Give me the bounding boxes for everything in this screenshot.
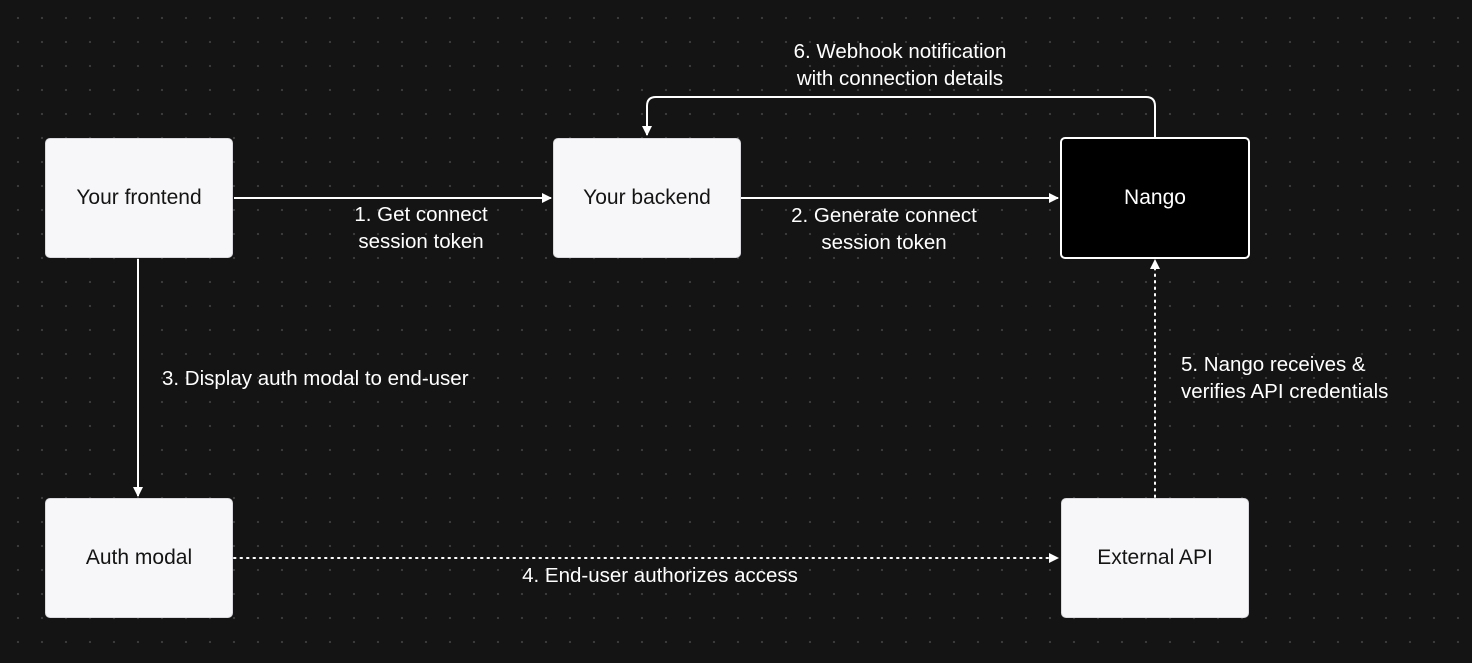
nango-node: Nango xyxy=(1060,137,1250,259)
step-3-label: 3. Display auth modal to end-user xyxy=(162,367,469,390)
auth-modal-node: Auth modal xyxy=(45,498,233,618)
external-api-node-label: External API xyxy=(1097,546,1213,569)
step-6-label: 6. Webhook notification with connection … xyxy=(793,40,1007,90)
backend-node-label: Your backend xyxy=(583,186,711,209)
frontend-node: Your frontend xyxy=(45,138,233,258)
arrow-nango-to-backend-webhook xyxy=(642,96,1156,138)
nango-node-label: Nango xyxy=(1124,186,1186,209)
step-5-label: 5. Nango receives & verifies API credent… xyxy=(1181,353,1389,403)
backend-node: Your backend xyxy=(553,138,741,258)
auth-modal-node-label: Auth modal xyxy=(85,546,193,569)
step-4-label: 4. End-user authorizes access xyxy=(522,564,798,587)
step-2-label: 2. Generate connect session token xyxy=(791,204,977,254)
step-1-label: 1. Get connect session token xyxy=(354,203,488,253)
external-api-node: External API xyxy=(1061,498,1249,618)
frontend-node-label: Your frontend xyxy=(76,186,202,209)
